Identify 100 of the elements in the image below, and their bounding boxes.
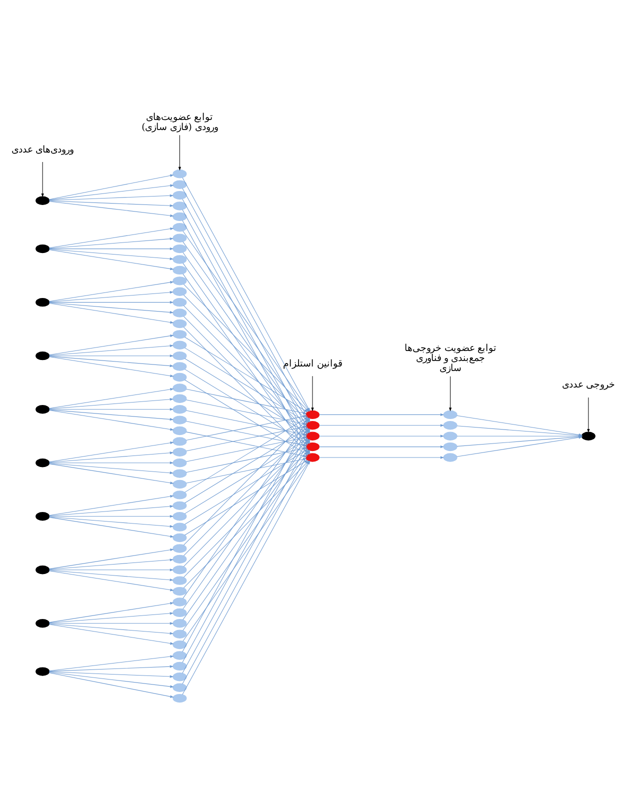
node-ellipse — [172, 330, 187, 338]
arrow — [49, 280, 174, 302]
arrow — [49, 344, 174, 356]
node-ellipse — [36, 512, 50, 520]
arrow — [318, 412, 444, 416]
node-ellipse — [36, 350, 50, 360]
arrow — [49, 356, 174, 367]
node-ellipse — [172, 233, 187, 242]
node-ellipse — [172, 180, 187, 188]
arrow — [49, 302, 174, 324]
arrow — [587, 396, 590, 432]
arrow — [184, 336, 308, 412]
node-ellipse — [172, 404, 187, 414]
arrow — [49, 624, 174, 644]
arrow — [49, 570, 174, 581]
arrow — [49, 356, 174, 377]
node-ellipse — [172, 169, 187, 178]
arrow — [49, 671, 174, 678]
arrow — [49, 568, 174, 571]
arrow — [178, 134, 182, 170]
node-ellipse — [172, 479, 187, 488]
node-ellipse — [36, 666, 50, 676]
arrow — [311, 375, 314, 411]
node-ellipse — [172, 190, 187, 200]
arrow — [49, 462, 174, 474]
node-ellipse — [172, 276, 187, 285]
node-ellipse — [172, 340, 187, 349]
node-ellipse — [172, 512, 187, 520]
node-ellipse — [172, 597, 187, 606]
arrow — [49, 664, 174, 672]
arrow — [318, 444, 444, 448]
arrow — [49, 302, 174, 314]
node-ellipse — [172, 372, 187, 382]
arrow — [49, 602, 174, 622]
node-ellipse — [172, 629, 187, 638]
node-text: خروجی عددی — [562, 379, 615, 390]
node-ellipse — [36, 196, 50, 204]
node-ellipse — [443, 420, 458, 430]
node-text: ورودی‌های عددی — [12, 144, 74, 155]
node-ellipse — [36, 404, 50, 414]
arrow — [49, 558, 174, 570]
node-ellipse — [581, 431, 596, 440]
node-ellipse — [172, 576, 187, 584]
node-ellipse — [172, 468, 187, 478]
arrow — [49, 184, 174, 200]
arrow — [49, 248, 174, 260]
arrow — [49, 623, 174, 634]
node-ellipse — [172, 244, 187, 253]
node-ellipse — [172, 308, 187, 317]
node-ellipse — [443, 410, 458, 419]
node-ellipse — [172, 415, 187, 424]
arrow — [49, 410, 174, 430]
node-ellipse — [172, 544, 187, 552]
node-ellipse — [36, 565, 50, 574]
node-ellipse — [36, 458, 50, 467]
arrow — [49, 494, 174, 516]
node-ellipse — [172, 672, 187, 681]
arrow — [48, 672, 174, 698]
arrow — [318, 434, 444, 437]
arrow — [49, 200, 174, 216]
arrow — [448, 376, 452, 411]
node-ellipse — [172, 383, 187, 392]
node-ellipse — [172, 350, 187, 360]
arrow — [49, 570, 174, 591]
node-ellipse — [172, 522, 187, 531]
arrow — [186, 388, 307, 414]
node-ellipse — [172, 254, 187, 264]
node-ellipse — [172, 362, 187, 370]
arrow — [49, 200, 174, 206]
node-ellipse — [172, 682, 187, 692]
node-ellipse — [172, 608, 187, 617]
node-ellipse — [172, 693, 187, 702]
node-ellipse — [172, 318, 187, 328]
node-ellipse — [443, 452, 458, 462]
arrow — [49, 516, 174, 538]
arrow — [49, 672, 174, 688]
node-ellipse — [172, 297, 187, 306]
node-ellipse — [172, 490, 187, 499]
arrow — [49, 354, 174, 357]
arrow — [49, 654, 174, 671]
node-ellipse — [443, 442, 458, 451]
arrow — [318, 456, 444, 458]
arrow — [41, 161, 44, 197]
arrow — [49, 514, 174, 518]
node-ellipse — [36, 297, 50, 306]
node-ellipse — [172, 618, 187, 628]
arrow — [49, 334, 174, 355]
arrow — [49, 516, 174, 528]
arrow — [49, 194, 174, 200]
node-ellipse — [172, 500, 187, 510]
arrow — [49, 227, 174, 248]
node-ellipse — [172, 212, 187, 221]
node-text: قوانین استلزام — [283, 358, 342, 369]
arrow — [49, 409, 174, 420]
node-ellipse — [172, 640, 187, 649]
arrow — [49, 461, 174, 464]
arrow — [49, 290, 174, 302]
arrow — [49, 388, 174, 408]
arrow — [49, 622, 174, 624]
arrow — [318, 424, 444, 426]
